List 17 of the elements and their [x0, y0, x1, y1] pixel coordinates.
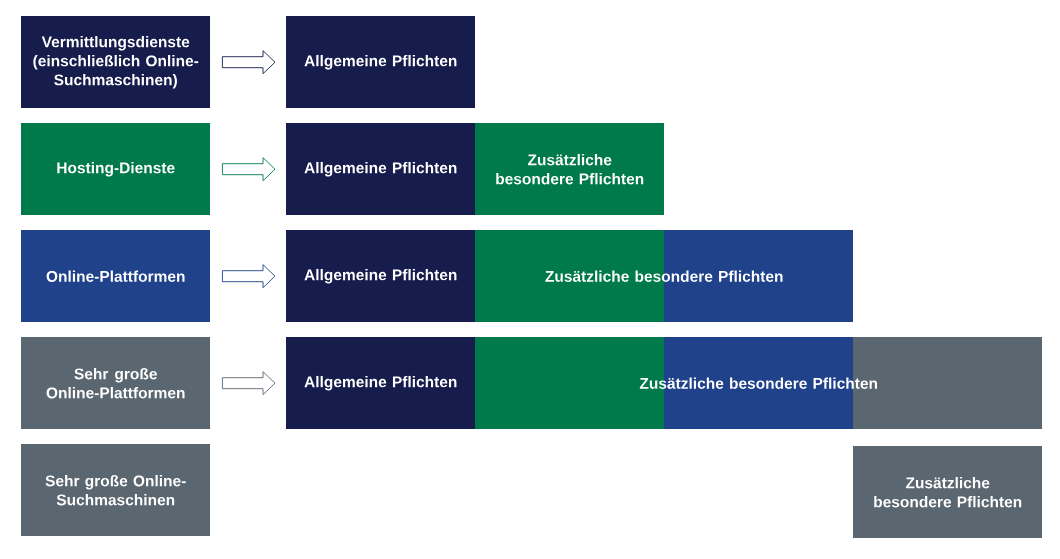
- obligations-box: Allgemeine Pflichten: [286, 230, 475, 322]
- arrow: [221, 371, 276, 396]
- arrow: [221, 157, 276, 182]
- category-box: Online-Plattformen: [21, 230, 210, 322]
- obligations-box: Allgemeine Pflichten: [286, 16, 475, 108]
- obligations-band: Zusätzliche besondere Pflichten: [475, 230, 853, 322]
- category-box: Sehr große Online-Suchmaschinen: [21, 444, 210, 536]
- arrow: [221, 264, 276, 289]
- obligations-box: Allgemeine Pflichten: [286, 123, 475, 215]
- category-box: Vermittlungsdienste (einschließlich Online-Suchmaschinen): [21, 16, 210, 108]
- obligations-box: Zusätzliche besondere Pflichten: [475, 123, 664, 215]
- category-box: Sehr große Online-Plattformen: [21, 337, 210, 429]
- obligations-box: Allgemeine Pflichten: [286, 337, 475, 429]
- arrow: [221, 50, 276, 75]
- obligations-box: Zusätzliche besondere Pflichten: [853, 446, 1042, 538]
- category-box: Hosting-Dienste: [21, 123, 210, 215]
- obligations-band: Zusätzliche besondere Pflichten: [475, 337, 1042, 429]
